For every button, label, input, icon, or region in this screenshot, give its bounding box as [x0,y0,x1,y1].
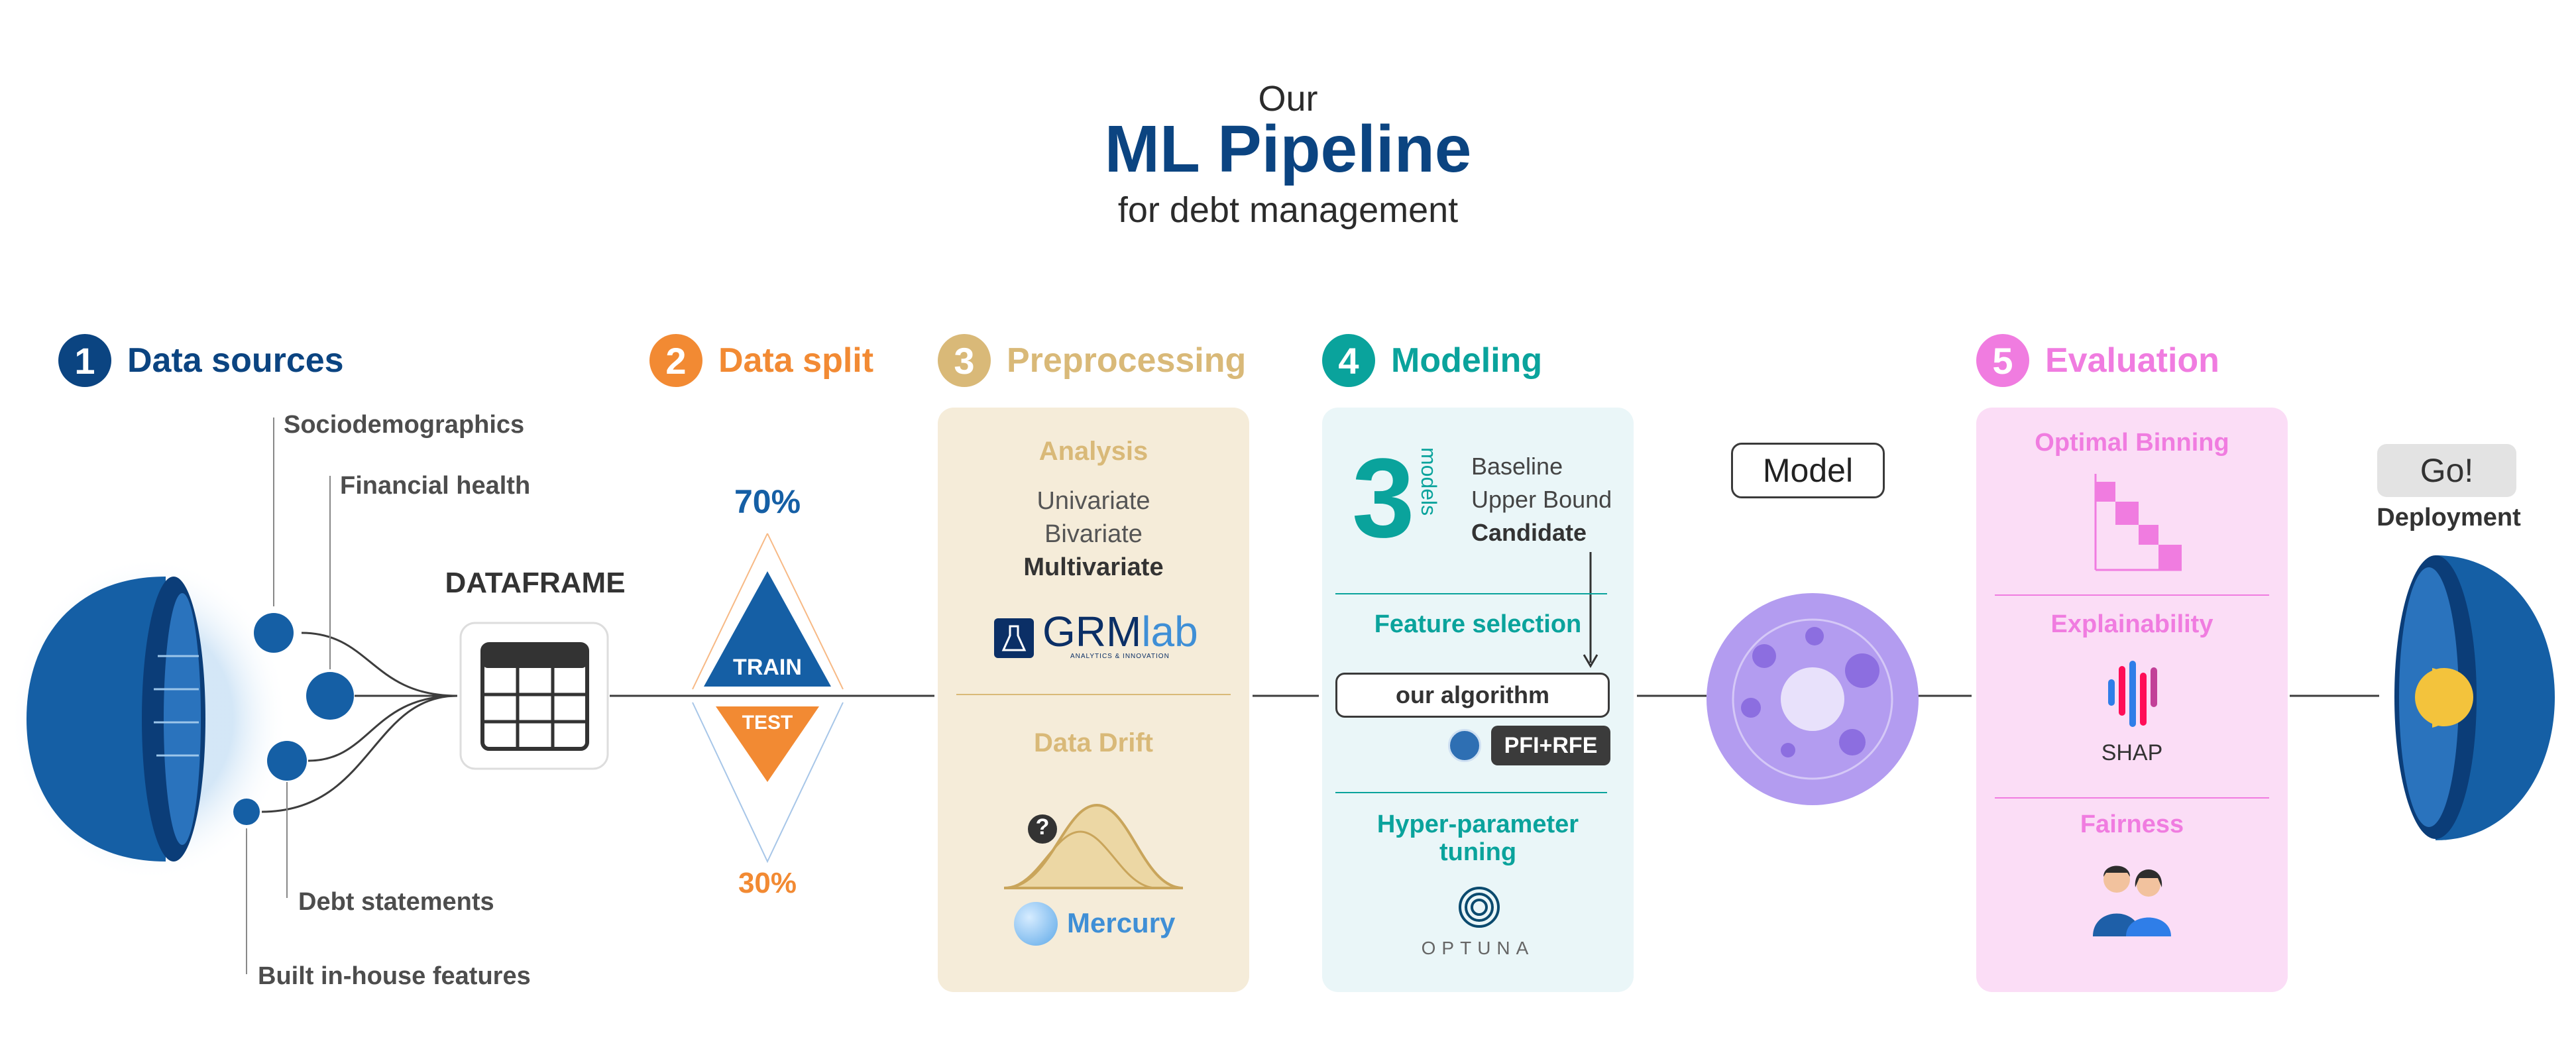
model-type-candidate: Candidate [1471,519,1587,546]
source-connector-4 [261,695,458,813]
step-label: Data sources [127,341,344,380]
globe-right-icon [2394,555,2555,840]
feature-selection-title: Feature selection [1374,610,1582,638]
evaluation-divider-1 [1995,594,2269,596]
step-preprocessing: 3 Preprocessing [938,333,1246,388]
step-label: Data split [718,341,874,380]
step-number-badge: 3 [938,334,991,387]
globe-left-inner [164,593,201,845]
page-title: ML Pipeline [1104,112,1472,186]
evaluation-panel: Optimal Binning Explainability SHAP Fair… [1976,408,2288,992]
analysis-title: Analysis [1038,437,1148,466]
analysis-univariate: Univariate [1036,487,1150,515]
step-modeling: 4 Modeling [1322,333,1542,388]
preprocessing-panel: Analysis Univariate Bivariate Multivaria… [938,408,1249,992]
source-label-sociodemographics: Sociodemographics [284,411,525,439]
shap-logo-icon [2108,661,2157,727]
fairness-title: Fairness [2080,810,2184,838]
source-label-financial-health: Financial health [340,472,531,500]
source-label-built-features: Built in-house features [258,962,531,990]
pfi-logo-icon [1448,729,1481,762]
step-number-badge: 5 [1976,334,2029,387]
deployment-label: Deployment [2377,504,2521,531]
optuna-label: OPTUNA [1421,938,1535,958]
optimal-binning-icon [2094,474,2182,571]
explainability-title: Explainability [2050,610,2213,638]
source-connector-1 [301,632,458,697]
optimal-binning-title: Optimal Binning [2035,429,2229,457]
data-drift-distribution-icon [1003,803,1184,889]
step-label: Preprocessing [1007,341,1247,380]
pfi-rfe-badge: PFI+RFE [1491,726,1610,765]
model-type-baseline: Baseline [1471,453,1563,480]
source-dot-financial-health [306,672,354,720]
evaluation-divider-2 [1995,797,2269,799]
header-pre-title: Our [1258,79,1318,119]
preprocessing-divider [956,694,1231,695]
step-label: Evaluation [2045,341,2219,380]
models-count: 3 [1352,435,1415,561]
modeling-arrow [1583,552,1598,668]
source-dot-sociodemographics [254,613,294,653]
model-type-upper-bound: Upper Bound [1471,486,1612,513]
mercury-label: Mercury [1067,907,1176,938]
test-label: TEST [742,712,793,734]
optuna-logo-icon [1459,887,1500,928]
train-percentage: 70% [734,483,801,520]
split-outline-train [692,533,844,690]
data-drift-question-mark: ? [1035,814,1050,840]
analysis-bivariate: Bivariate [1044,520,1143,548]
modeling-divider-2 [1335,792,1607,793]
shap-label: SHAP [2101,740,2163,765]
grmlab-logo: GRMlab [1042,610,1198,653]
split-outline-test [692,702,844,863]
grmlab-logo-main: GRM [1042,608,1142,655]
train-triangle [704,571,831,687]
step-number-badge: 4 [1322,334,1375,387]
data-drift-title: Data Drift [1033,728,1154,757]
step-label: Modeling [1391,341,1543,380]
source-label-debt-statements: Debt statements [298,888,494,916]
step-number-badge: 2 [649,334,702,387]
page-subtitle: for debt management [1117,190,1459,230]
models-word: models [1417,447,1441,516]
model-label-box: Model [1731,443,1885,498]
hyper-title-line1: Hyper-parameter [1376,810,1579,838]
step-data-split: 2 Data split [649,333,873,388]
grmlab-logo-tagline: ANALYTICS & INNOVATION [1070,653,1170,660]
our-algorithm-box: our algorithm [1335,673,1610,718]
test-percentage: 30% [738,867,797,899]
hyper-title-line2: tuning [1439,838,1517,866]
source-connector-3 [308,695,458,762]
mercury-planet-icon [1014,902,1058,946]
analysis-multivariate: Multivariate [1023,553,1164,581]
model-sphere-icon [1707,593,1919,805]
dataframe-label: DATAFRAME [445,567,626,599]
step-number-badge: 1 [58,334,111,387]
globe-left-shell [27,577,166,862]
source-dot-built-features [233,799,260,825]
train-label: TRAIN [733,655,802,680]
go-button[interactable]: Go! [2377,444,2516,497]
modeling-divider-1 [1335,593,1607,594]
step-evaluation: 5 Evaluation [1976,333,2219,388]
test-triangle [716,706,819,782]
step-data-sources: 1 Data sources [58,333,344,388]
fairness-people-icon [2093,865,2171,936]
source-dot-debt-statements [267,741,307,781]
grmlab-logo-suffix: lab [1141,608,1198,655]
grmlab-logo-icon [994,618,1034,658]
